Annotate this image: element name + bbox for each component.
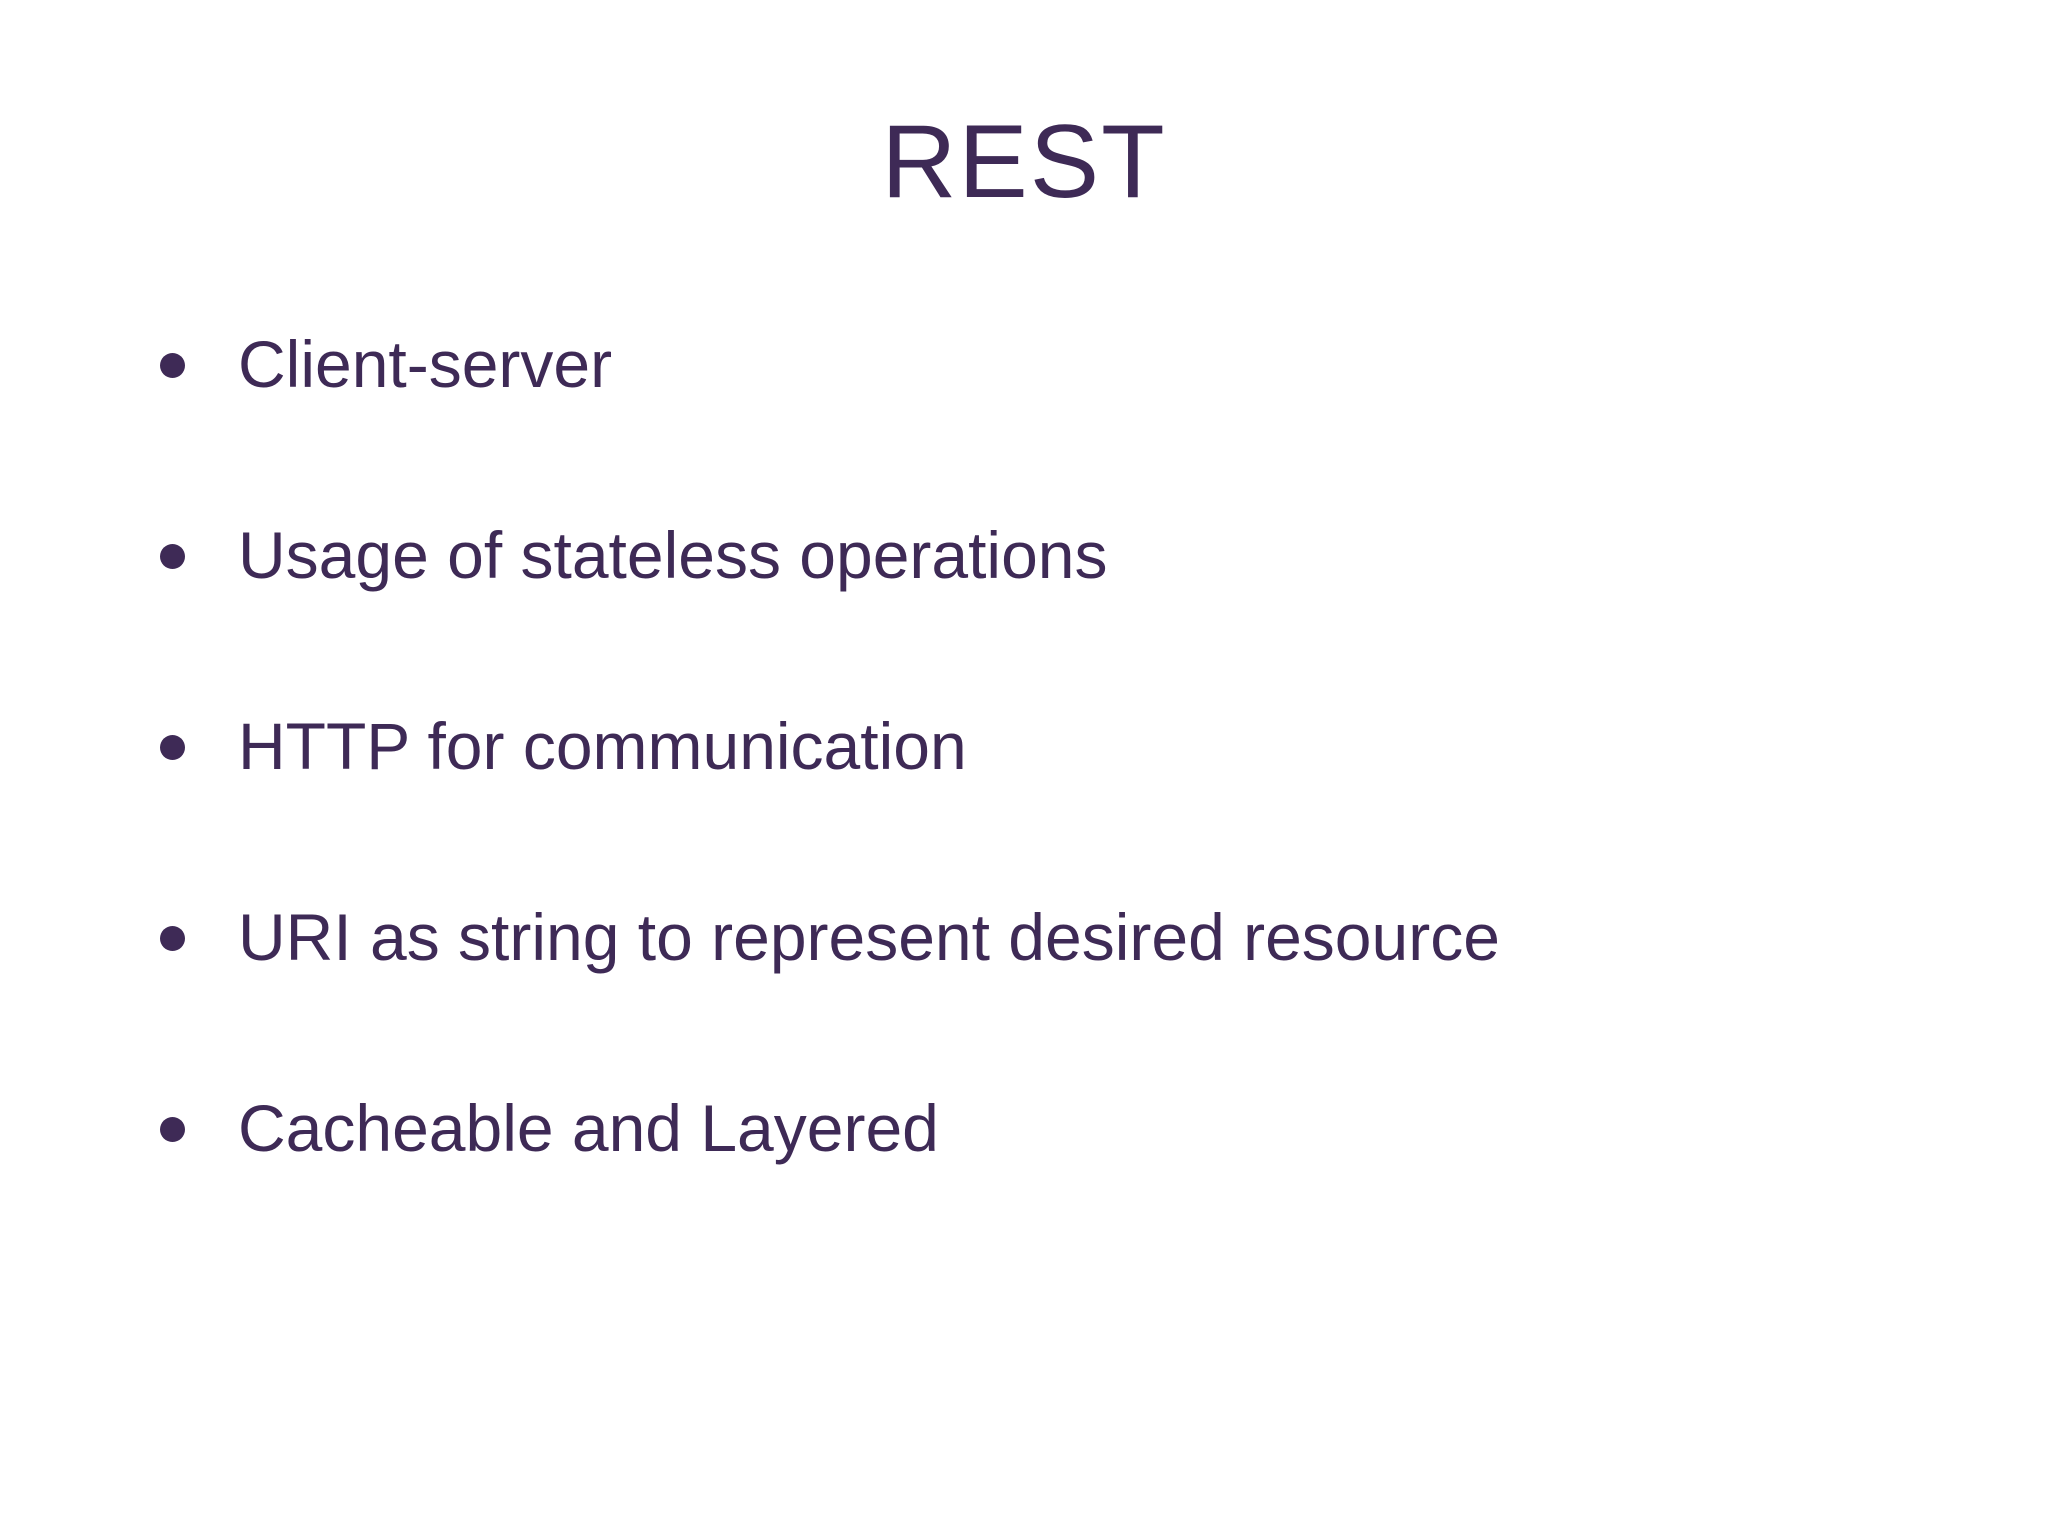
bullet-text: URI as string to represent desired resou…: [238, 900, 1500, 974]
bullet-dot-icon: [160, 1117, 185, 1142]
bullet-text: Cacheable and Layered: [238, 1091, 939, 1165]
bullet-item: Client-server: [160, 327, 1920, 521]
bullet-item: HTTP for communication: [160, 709, 1920, 903]
bullet-dot-icon: [160, 353, 185, 378]
bullet-list: Client-server Usage of stateless operati…: [160, 327, 1920, 1285]
bullet-dot-icon: [160, 544, 185, 569]
bullet-dot-icon: [160, 926, 185, 951]
bullet-item: Cacheable and Layered: [160, 1091, 1920, 1285]
bullet-item: Usage of stateless operations: [160, 518, 1920, 712]
bullet-text: HTTP for communication: [238, 709, 967, 783]
bullet-text: Usage of stateless operations: [238, 518, 1108, 592]
bullet-dot-icon: [160, 735, 185, 760]
bullet-item: URI as string to represent desired resou…: [160, 900, 1920, 1094]
bullet-text: Client-server: [238, 327, 613, 401]
slide-title: REST: [881, 104, 1167, 220]
